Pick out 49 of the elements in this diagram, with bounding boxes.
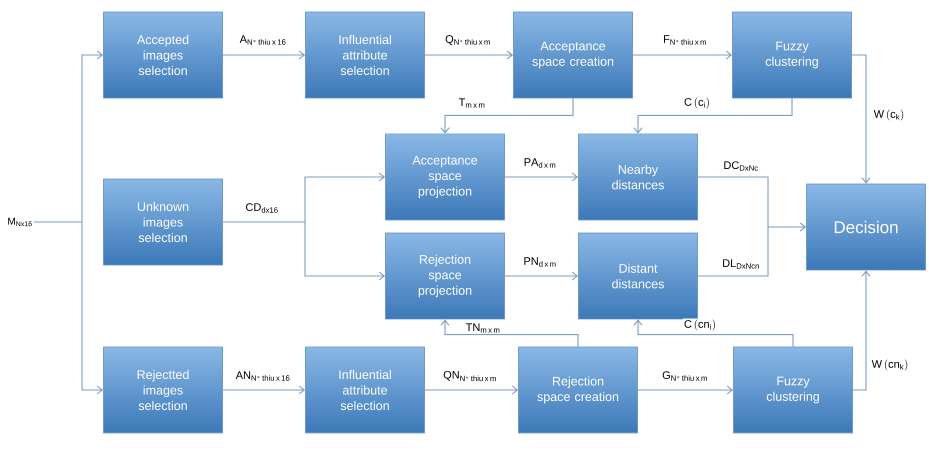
arrow <box>440 319 579 347</box>
arrow <box>504 172 578 182</box>
process-box: Influential attribute selection <box>305 12 425 98</box>
process-box: Acceptance space projection <box>385 134 505 220</box>
edge-label: $\mathrm{T}_{\mathrm{m\,x\,m}}$ <box>458 97 486 109</box>
process-box: Rejectted images selection <box>103 346 223 434</box>
process-box: Rejection space creation <box>518 346 638 434</box>
input-label: $\mathrm{M}_{\mathrm{N x 16}}$ <box>8 218 32 226</box>
decision-box: Decision <box>806 184 926 270</box>
edge-label: $\mathrm{DC}_{\mathrm{DxNc}}$ <box>722 160 760 172</box>
arrow <box>440 98 574 134</box>
process-box: Influential attribute selection <box>305 346 425 434</box>
edge-label: $\mathrm{PA}_{\mathrm{d\,x\,m}}$ <box>522 157 558 169</box>
edge-label: $\mathrm{CD}_{\mathrm{dx16}}$ <box>244 202 280 214</box>
arrow <box>222 50 306 60</box>
edge-label: $\mathrm{A}_{\mathrm{N^{*}\,thiu\,x\,16}}$ <box>238 34 288 46</box>
arrow <box>634 98 793 134</box>
arrow <box>504 272 578 280</box>
edge-label: $\mathrm{QN}_{\mathrm{N^{*}\,thiu\,x\,m}}$ <box>442 370 498 382</box>
edge-label: $\mathrm{F}_{\mathrm{N^{*}\,thiu\,x\,m}}$ <box>662 34 708 46</box>
arrow <box>852 54 870 184</box>
edge-label: $\mathrm{PN}_{\mathrm{d\,x\,m}}$ <box>522 256 558 268</box>
arrow <box>852 270 870 391</box>
process-box: Acceptance space creation <box>513 12 633 98</box>
arrow <box>632 50 732 60</box>
arrow <box>222 221 386 280</box>
arrow <box>634 319 794 347</box>
process-box: Unknown images selection <box>103 178 223 266</box>
process-box: Nearby distances <box>578 134 698 220</box>
edge-label: $\mathrm{AN}_{\mathrm{N^{*}\,thiu\,x\,16}}$ <box>234 370 292 382</box>
edge-label: $\mathrm{DL}_{\mathrm{DxNcn}}$ <box>721 258 761 270</box>
edge-label: $\mathrm{Q}_{\mathrm{N^{*}\,thiu\,x\,m}}$ <box>444 34 492 46</box>
arrow <box>222 386 306 394</box>
process-box: Distant distances <box>578 232 698 320</box>
process-box: Rejection space projection <box>385 232 505 320</box>
arrow <box>424 50 514 60</box>
edge-label: $\mathrm{W\,(c_{k})}$ <box>872 108 906 122</box>
process-box: Fuzzy clustering <box>733 346 853 434</box>
edge-label: $\mathrm{W\,(cn_{k})}$ <box>870 358 910 372</box>
edge-label: $\mathrm{TN}_{\mathrm{m\,x\,m}}$ <box>464 322 502 334</box>
arrow <box>424 386 518 394</box>
edge-label: $\mathrm{G}_{\mathrm{N^{*}\,thiu\,x\,m}}$ <box>661 370 709 382</box>
edge-label: $\mathrm{C\,(cn_{i})}$ <box>682 318 718 332</box>
edge-label: $\mathrm{C\,(c_{i})}$ <box>683 96 711 110</box>
arrow <box>638 386 734 394</box>
process-box: Accepted images selection <box>103 12 223 98</box>
arrow <box>34 221 104 394</box>
process-box: Fuzzy clustering <box>732 12 852 98</box>
arrow <box>698 222 806 277</box>
